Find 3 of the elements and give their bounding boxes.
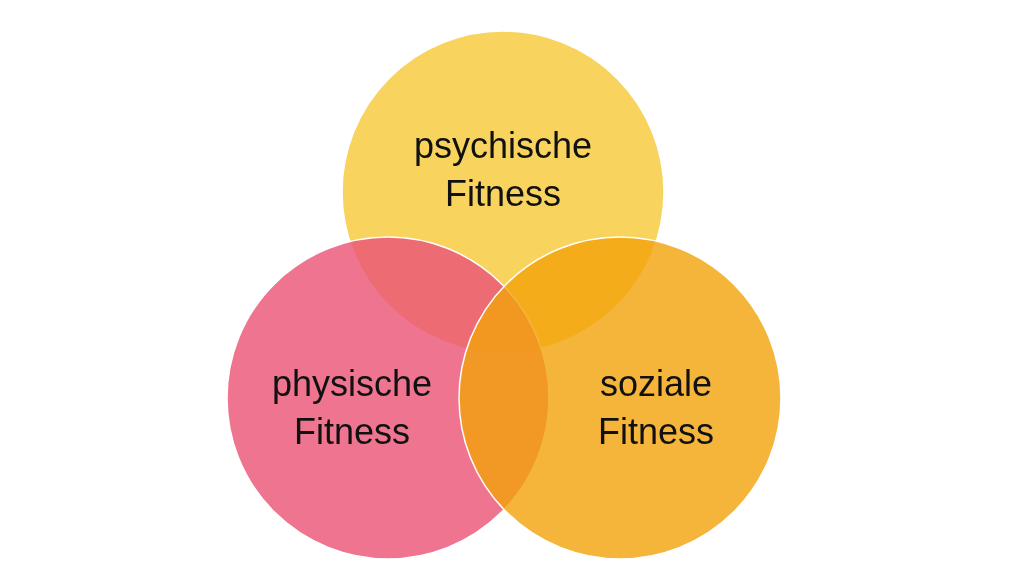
circle-label: psychische Fitness [412, 124, 594, 216]
circle-label: physische Fitness [270, 362, 434, 454]
circle-label: soziale Fitness [596, 362, 715, 454]
